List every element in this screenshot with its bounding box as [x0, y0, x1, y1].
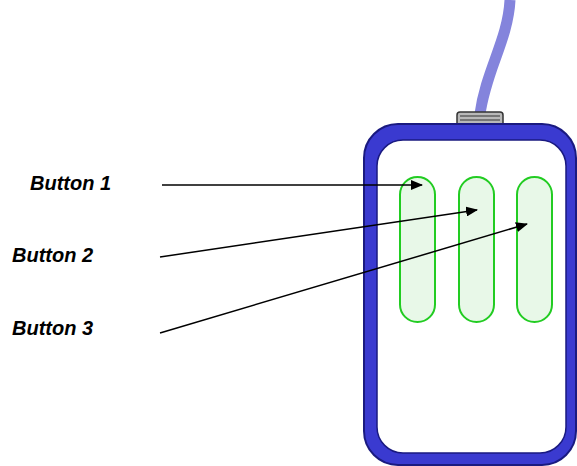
- mouse-top: [377, 140, 566, 453]
- mouse-button: [459, 177, 494, 322]
- callout-label: Button 3: [12, 316, 93, 340]
- callout-label: Button 2: [12, 243, 93, 267]
- mouse-cable: [480, 0, 510, 114]
- leader-arrow: [162, 184, 422, 186]
- leader-arrow: [160, 224, 527, 333]
- connector-ridge: [460, 116, 500, 117]
- connector-ridge: [460, 120, 500, 121]
- mouse-button: [517, 177, 552, 322]
- mouse-shell: [364, 124, 576, 465]
- callout-label: Button 1: [30, 171, 111, 195]
- leader-arrow: [160, 210, 477, 257]
- mouse-button: [400, 177, 435, 322]
